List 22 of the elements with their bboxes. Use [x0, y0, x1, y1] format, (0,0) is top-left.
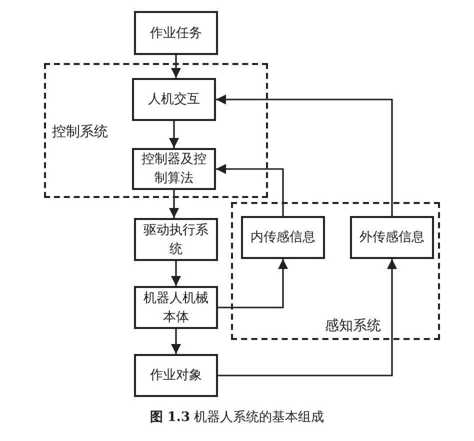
dashed-frame [231, 202, 440, 340]
arrow [216, 94, 393, 216]
arrow [218, 259, 288, 308]
arrow [171, 55, 181, 78]
dashed-frame [44, 63, 268, 198]
arrow [216, 164, 284, 216]
arrow [218, 259, 397, 376]
process-box: 外传感信息 [350, 216, 434, 259]
arrow [169, 190, 179, 218]
process-box: 作业对象 [134, 354, 218, 397]
process-box: 驱动执行系统 [134, 218, 218, 261]
process-box: 内传感信息 [241, 216, 325, 259]
caption: 图 1.3 机器人系统的基本组成 [150, 410, 324, 425]
arrow [171, 329, 181, 354]
process-box: 人机交互 [132, 78, 216, 121]
process-box: 控制器及控制算法 [132, 148, 216, 190]
process-box: 机器人机械本体 [134, 286, 218, 329]
group-label: 感知系统 [325, 317, 381, 335]
arrow [171, 261, 181, 286]
arrow [169, 121, 179, 148]
group-label: 控制系统 [52, 123, 108, 141]
process-box: 作业任务 [134, 11, 218, 55]
